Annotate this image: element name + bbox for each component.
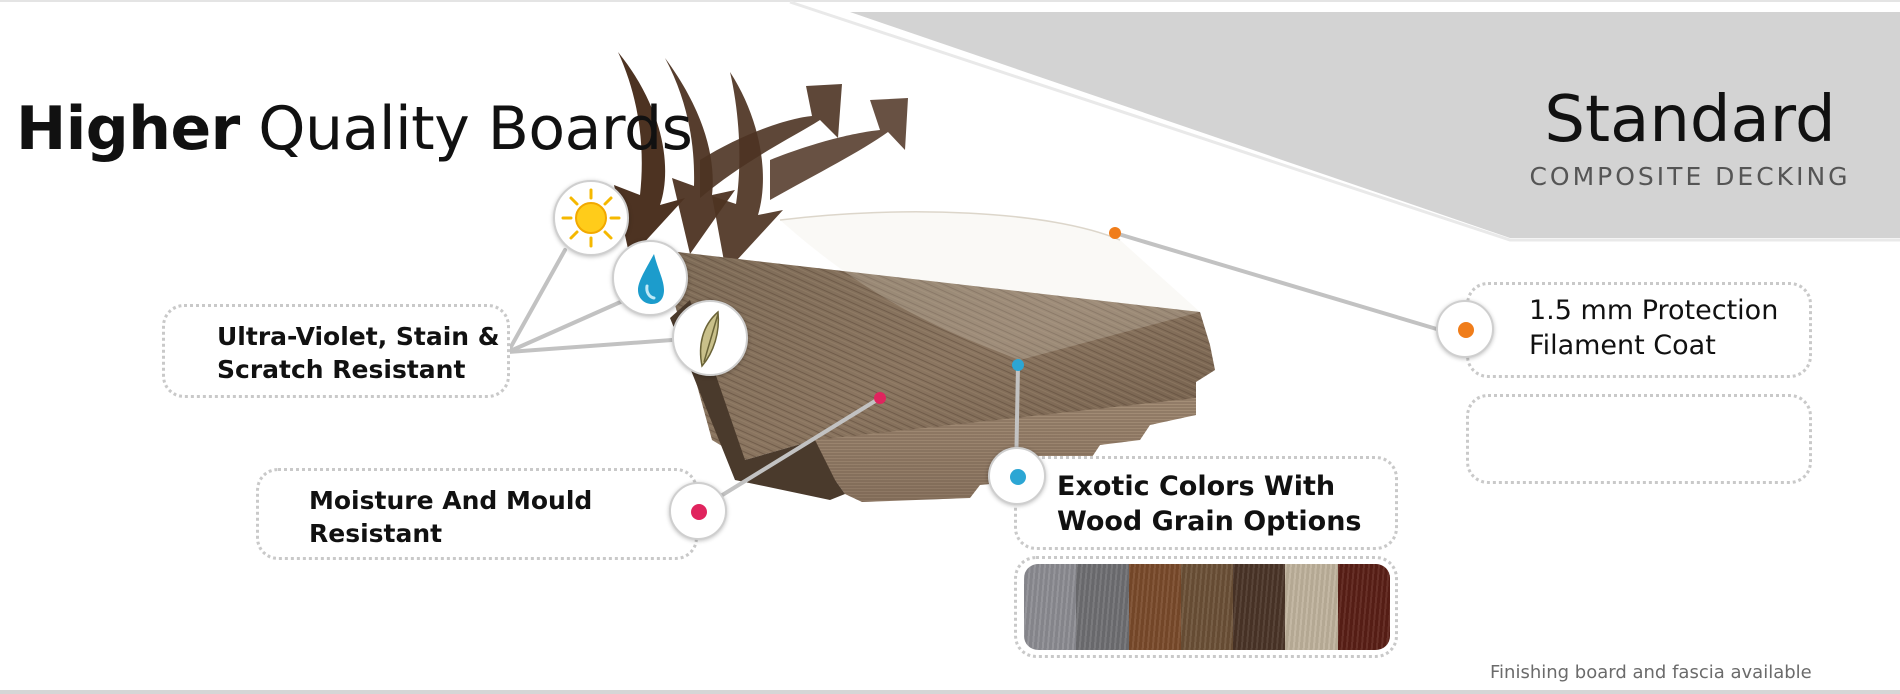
page-title: Higher Quality Boards [16,94,693,164]
footnote: Finishing board and fascia available [1490,662,1812,683]
uv-badge [553,180,629,256]
brand-subtitle: COMPOSITE DECKING [1529,162,1851,191]
colors-label: Exotic Colors With Wood Grain Options [1057,471,1362,538]
brand-panel-shape [850,12,1900,238]
colors-callout: Exotic Colors With Wood Grain Options [1014,456,1398,550]
title-bold: Higher [16,94,240,164]
leaf-icon [699,310,720,368]
moisture-label: Moisture And Mould Resistant [309,486,593,548]
colors-dot [1010,469,1026,485]
swatch-5 [1233,564,1286,650]
coat-dot [1458,322,1474,338]
moisture-badge [669,482,727,540]
moisture-callout: Moisture And Mould Resistant [256,468,698,560]
water-drop-icon [638,254,664,304]
coat-badge [1436,300,1494,358]
bottom-border [0,690,1900,694]
brand-block: Standard COMPOSITE DECKING [1470,88,1900,191]
color-swatch-strip [1024,564,1390,650]
brand-title: Standard [1544,83,1836,157]
uv-callout: Ultra-Violet, Stain & Scratch Resistant [162,304,510,398]
swatch-7 [1337,564,1390,650]
swatch-1 [1024,564,1077,650]
sun-icon [561,188,621,248]
top-border [0,0,1900,2]
standard-board-frame [1466,394,1812,484]
scratch-badge [672,300,748,376]
coat-marker-dot [1109,227,1121,239]
title-rest: Quality Boards [239,94,693,164]
moisture-marker-dot [874,392,886,404]
water-badge [612,240,688,316]
uv-label: Ultra-Violet, Stain & Scratch Resistant [217,322,500,384]
moisture-dot [691,504,707,520]
swatch-2 [1076,564,1129,650]
weather-arrows-icon [614,52,908,272]
colors-badge [988,447,1046,505]
swatch-6 [1285,564,1338,650]
swatch-3 [1128,564,1182,650]
colors-marker-dot [1012,359,1024,371]
deck-board-illustration [660,211,1215,502]
coat-callout: 1.5 mm Protection Filament Coat [1466,282,1812,378]
coat-label: 1.5 mm Protection Filament Coat [1529,295,1779,362]
swatch-4 [1180,564,1234,650]
